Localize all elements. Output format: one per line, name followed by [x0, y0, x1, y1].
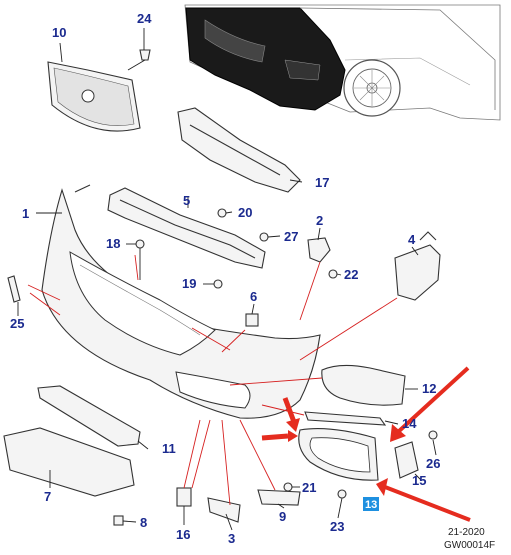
callout-19: 19: [182, 276, 196, 291]
part-21-clip: [283, 482, 293, 492]
part-20-clip: [217, 208, 227, 218]
part-17-bracket: [177, 107, 301, 193]
part-15-cover: [394, 441, 419, 479]
part-24-clip: [127, 49, 151, 71]
part-22-screw: [328, 269, 338, 279]
part-2-bracket: [307, 237, 331, 263]
part-1-bumper-cover: [41, 184, 321, 419]
leader-lines: [17, 28, 437, 531]
arrow-to-13-lower: [384, 485, 471, 522]
part-26-screw: [428, 430, 438, 440]
callout-24: 24: [137, 11, 152, 26]
part-6-cap: [245, 313, 259, 327]
callout-27: 27: [284, 229, 298, 244]
callout-17: 17: [315, 175, 329, 190]
callout-13-box: [363, 497, 379, 511]
part-4-bracket: [394, 231, 441, 301]
callout-12: 12: [422, 381, 436, 396]
part-3-strip: [207, 497, 241, 523]
red-arrows: [261, 366, 471, 522]
part-19-clip: [213, 279, 223, 289]
footer-figure-id: GW00014F: [444, 540, 495, 551]
callout-3: 3: [228, 531, 235, 546]
red-guide-lines: [27, 254, 398, 506]
callout-5: 5: [183, 193, 190, 208]
vehicle-inset: [184, 4, 501, 121]
callout-15: 15: [412, 473, 426, 488]
callout-2: 2: [316, 213, 323, 228]
callout-6: 6: [250, 289, 257, 304]
callout-11: 11: [162, 441, 176, 456]
callout-18: 18: [106, 236, 120, 251]
callout-20: 20: [238, 205, 252, 220]
part-27-clip: [259, 232, 269, 242]
part-5-absorber: [107, 187, 266, 269]
callout-13-highlight: 13: [363, 497, 379, 511]
callout-25: 25: [10, 316, 24, 331]
callout-4: 4: [408, 232, 416, 247]
callout-13: 13: [365, 499, 377, 511]
part-23-screw: [337, 489, 347, 499]
callout-1: 1: [22, 206, 29, 221]
callout-22: 22: [344, 267, 358, 282]
callout-21: 21: [302, 480, 316, 495]
footer-date-code: 21-2020: [448, 527, 485, 538]
callout-8: 8: [140, 515, 147, 530]
arrow-to-13-upper: [396, 366, 470, 434]
part-10-grille: [47, 61, 141, 132]
part-12-mesh-grille: [321, 364, 406, 406]
part-16-bracket: [176, 487, 192, 507]
callout-7: 7: [44, 489, 51, 504]
callout-9: 9: [279, 509, 286, 524]
part-9-trim: [257, 489, 301, 506]
part-8-clip: [113, 515, 124, 526]
callout-10: 10: [52, 25, 66, 40]
callout-14: 14: [402, 416, 417, 431]
callout-26: 26: [426, 456, 440, 471]
arrow-to-14: [282, 397, 297, 423]
part-11-lower-grille: [37, 385, 141, 447]
part-7-undertray: [3, 427, 135, 497]
callout-labels: 10 24 17 1 5 20 2 27 4 18 22 19 6 25 12 …: [10, 11, 440, 546]
callout-16: 16: [176, 527, 190, 542]
part-25-strip: [7, 275, 21, 303]
part-14-strip: [304, 411, 387, 426]
part-13-bezel: [298, 428, 379, 481]
arrow-to-13-left: [261, 433, 289, 441]
callout-23: 23: [330, 519, 344, 534]
footer: 21-2020 GW00014F: [444, 527, 495, 551]
